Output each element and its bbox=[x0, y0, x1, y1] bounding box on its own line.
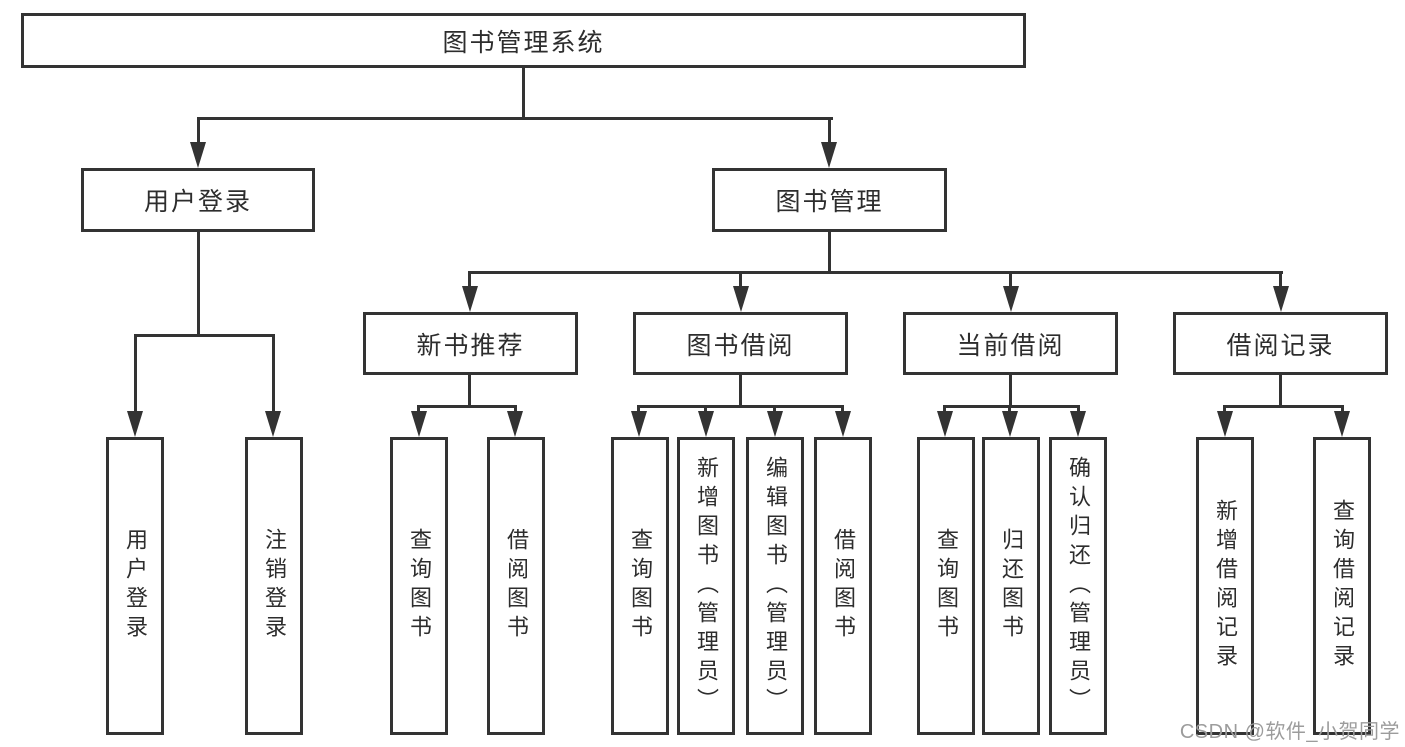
arrowhead-icon bbox=[1334, 411, 1350, 437]
leaf-logout: 注销登录 bbox=[245, 437, 303, 735]
leaf-newbook-query-books-label: 查询图书 bbox=[407, 528, 432, 644]
connector-line bbox=[1279, 373, 1282, 407]
node-new-book-recommend-label: 新书推荐 bbox=[416, 331, 525, 360]
connector-line bbox=[739, 373, 742, 407]
connector-line bbox=[522, 66, 525, 118]
node-new-book-recommend: 新书推荐 bbox=[363, 312, 578, 375]
arrowhead-icon bbox=[1217, 411, 1233, 437]
node-borrow-records: 借阅记录 bbox=[1173, 312, 1388, 375]
leaf-newbook-borrow-books: 借阅图书 bbox=[487, 437, 545, 735]
leaf-current-query-books-label: 查询图书 bbox=[934, 528, 959, 644]
leaf-current-query-books: 查询图书 bbox=[917, 437, 975, 735]
connector-line bbox=[197, 117, 200, 149]
arrowhead-icon bbox=[733, 286, 749, 312]
arrowhead-icon bbox=[1002, 411, 1018, 437]
arrowhead-icon bbox=[190, 142, 206, 168]
leaf-borrow-add-books-admin: 新增图书（管理员） bbox=[677, 437, 735, 735]
arrowhead-icon bbox=[937, 411, 953, 437]
connector-line bbox=[828, 117, 831, 149]
connector-line bbox=[468, 373, 471, 407]
arrowhead-icon bbox=[767, 411, 783, 437]
node-book-borrow: 图书借阅 bbox=[633, 312, 848, 375]
csdn-watermark: CSDN @软件_小贺同学 bbox=[1179, 721, 1400, 743]
node-root-label: 图书管理系统 bbox=[442, 28, 605, 57]
node-user-login-label: 用户登录 bbox=[143, 188, 252, 216]
arrowhead-icon bbox=[821, 142, 837, 168]
connector-line bbox=[1009, 271, 1012, 287]
node-user-login: 用户登录 bbox=[81, 168, 315, 232]
node-book-borrow-label: 图书借阅 bbox=[686, 331, 795, 360]
arrowhead-icon bbox=[462, 286, 478, 312]
leaf-current-confirm-return-admin-label: 确认归还（管理员） bbox=[1066, 455, 1091, 717]
leaf-records-add-record-label: 新增借阅记录 bbox=[1213, 499, 1238, 673]
arrowhead-icon bbox=[265, 411, 281, 437]
leaf-current-return-books: 归还图书 bbox=[982, 437, 1040, 735]
leaf-borrow-add-books-admin-label: 新增图书（管理员） bbox=[694, 455, 719, 717]
connector-line bbox=[468, 271, 471, 287]
leaf-newbook-query-books: 查询图书 bbox=[390, 437, 448, 735]
connector-line bbox=[134, 334, 137, 414]
connector-line bbox=[134, 334, 275, 337]
leaf-current-confirm-return-admin: 确认归还（管理员） bbox=[1049, 437, 1107, 735]
leaf-records-query-record: 查询借阅记录 bbox=[1313, 437, 1371, 735]
leaf-user-login: 用户登录 bbox=[106, 437, 164, 735]
node-book-management-label: 图书管理 bbox=[775, 188, 884, 216]
connector-line bbox=[197, 230, 200, 336]
leaf-logout-label: 注销登录 bbox=[262, 528, 287, 644]
connector-line bbox=[272, 334, 275, 414]
arrowhead-icon bbox=[698, 411, 714, 437]
connector-line bbox=[637, 405, 844, 408]
leaf-borrow-edit-books-admin: 编辑图书（管理员） bbox=[746, 437, 804, 735]
arrowhead-icon bbox=[411, 411, 427, 437]
node-borrow-records-label: 借阅记录 bbox=[1226, 331, 1335, 360]
arrowhead-icon bbox=[1273, 286, 1289, 312]
arrowhead-icon bbox=[835, 411, 851, 437]
arrowhead-icon bbox=[507, 411, 523, 437]
leaf-records-query-record-label: 查询借阅记录 bbox=[1330, 499, 1355, 673]
arrowhead-icon bbox=[631, 411, 647, 437]
leaf-borrow-borrow-books: 借阅图书 bbox=[814, 437, 872, 735]
connector-line bbox=[739, 271, 742, 287]
leaf-current-return-books-label: 归还图书 bbox=[999, 528, 1024, 644]
connector-line bbox=[943, 405, 1080, 408]
leaf-user-login-label: 用户登录 bbox=[123, 528, 148, 644]
connector-line bbox=[417, 405, 517, 408]
connector-line bbox=[1009, 373, 1012, 407]
connector-line bbox=[1279, 271, 1282, 287]
leaf-borrow-borrow-books-label: 借阅图书 bbox=[831, 528, 856, 644]
leaf-borrow-query-books: 查询图书 bbox=[611, 437, 669, 735]
arrowhead-icon bbox=[1003, 286, 1019, 312]
arrowhead-icon bbox=[127, 411, 143, 437]
arrowhead-icon bbox=[1070, 411, 1086, 437]
connector-line bbox=[1223, 405, 1344, 408]
node-current-borrow: 当前借阅 bbox=[903, 312, 1118, 375]
node-book-management: 图书管理 bbox=[712, 168, 947, 232]
connector-line bbox=[468, 271, 1283, 274]
leaf-records-add-record: 新增借阅记录 bbox=[1196, 437, 1254, 735]
connector-line bbox=[828, 230, 831, 274]
leaf-borrow-edit-books-admin-label: 编辑图书（管理员） bbox=[763, 455, 788, 717]
leaf-borrow-query-books-label: 查询图书 bbox=[628, 528, 653, 644]
node-current-borrow-label: 当前借阅 bbox=[956, 331, 1065, 360]
connector-line bbox=[197, 117, 833, 120]
node-root: 图书管理系统 bbox=[21, 13, 1026, 68]
leaf-newbook-borrow-books-label: 借阅图书 bbox=[504, 528, 529, 644]
